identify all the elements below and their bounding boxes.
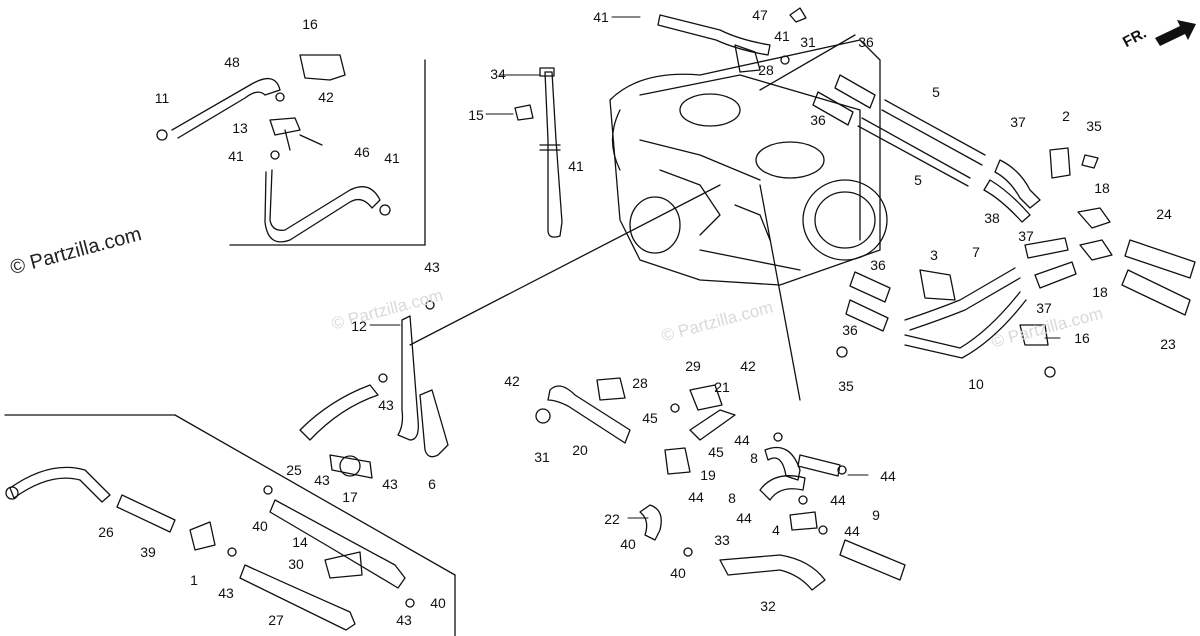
callout-28: 28 [632,375,648,391]
callout-41: 41 [228,148,244,164]
callout-21: 21 [714,379,730,395]
callout-40: 40 [670,565,686,581]
callout-44: 44 [736,510,752,526]
callout-41: 41 [568,158,584,174]
callout-11: 11 [154,90,170,106]
callout-5: 5 [914,172,922,188]
callout-44: 44 [734,432,750,448]
callout-43: 43 [396,612,412,628]
callout-40: 40 [252,518,268,534]
callout-31: 31 [800,34,816,50]
callout-29: 29 [685,358,701,374]
callout-48: 48 [224,54,240,70]
callout-23: 23 [1160,336,1176,352]
callout-40: 40 [620,536,636,552]
inset-frame [229,59,426,246]
callout-44: 44 [844,523,860,539]
callout-46: 46 [354,144,370,160]
callout-19: 19 [700,467,716,483]
callout-42: 42 [318,89,334,105]
callout-44: 44 [830,492,846,508]
callout-36: 36 [810,112,826,128]
callout-2: 2 [1062,108,1070,124]
callout-41: 41 [384,150,400,166]
callout-5: 5 [932,84,940,100]
callout-33: 33 [714,532,730,548]
callout-36: 36 [842,322,858,338]
callout-45: 45 [642,410,658,426]
callout-8: 8 [728,490,736,506]
callout-41: 41 [593,9,609,25]
center-lower-hoses [535,377,826,591]
callout-36: 36 [858,34,874,50]
callout-28: 28 [758,62,774,78]
callout-27: 27 [268,612,284,628]
callout-18: 18 [1094,180,1110,196]
callout-41: 41 [774,28,790,44]
callout-6: 6 [428,476,436,492]
callout-43: 43 [378,397,394,413]
callout-12: 12 [351,318,367,334]
callout-37: 37 [1018,228,1034,244]
callout-39: 39 [140,544,156,560]
callout-44: 44 [688,489,704,505]
callout-18: 18 [1092,284,1108,300]
callout-16: 16 [302,16,318,32]
callout-leaders [369,16,1061,519]
callout-13: 13 [232,120,248,136]
callout-16: 16 [1074,330,1090,346]
callout-30: 30 [288,556,304,572]
hose-34 [514,67,563,238]
lower-left-hoses [5,466,415,631]
lower-frame [4,414,456,636]
callout-4: 4 [772,522,780,538]
callout-35: 35 [1086,118,1102,134]
callout-10: 10 [968,376,984,392]
callout-35: 35 [838,378,854,394]
right-hoses [812,74,1196,316]
callout-45: 45 [708,444,724,460]
callout-1: 1 [190,572,198,588]
callout-36: 36 [870,257,886,273]
carburetor-body [609,39,888,286]
callout-43: 43 [424,259,440,275]
callout-42: 42 [740,358,756,374]
callout-24: 24 [1156,206,1172,222]
callout-44: 44 [880,468,896,484]
callout-32: 32 [760,598,776,614]
callout-9: 9 [872,507,880,523]
callout-40: 40 [430,595,446,611]
callout-38: 38 [984,210,1000,226]
center-hoses [299,300,449,479]
callout-31: 31 [534,449,550,465]
callout-15: 15 [468,107,484,123]
front-direction-arrow [1155,20,1196,46]
callout-37: 37 [1010,114,1026,130]
callout-25: 25 [286,462,302,478]
callout-43: 43 [382,476,398,492]
callout-26: 26 [98,524,114,540]
leader-lines [409,34,856,401]
callout-7: 7 [972,244,980,260]
callout-14: 14 [292,534,308,550]
callout-43: 43 [218,585,234,601]
callout-17: 17 [342,489,358,505]
right-lower-hoses [759,432,906,581]
callout-42: 42 [504,373,520,389]
callout-8: 8 [750,450,758,466]
callout-22: 22 [604,511,620,527]
callout-20: 20 [572,442,588,458]
callout-3: 3 [930,247,938,263]
mid-right-hoses [836,267,1056,378]
callout-34: 34 [490,66,506,82]
callout-37: 37 [1036,300,1052,316]
callout-47: 47 [752,7,768,23]
inset-parts [156,54,391,243]
callout-43: 43 [314,472,330,488]
top-hoses [657,7,807,73]
